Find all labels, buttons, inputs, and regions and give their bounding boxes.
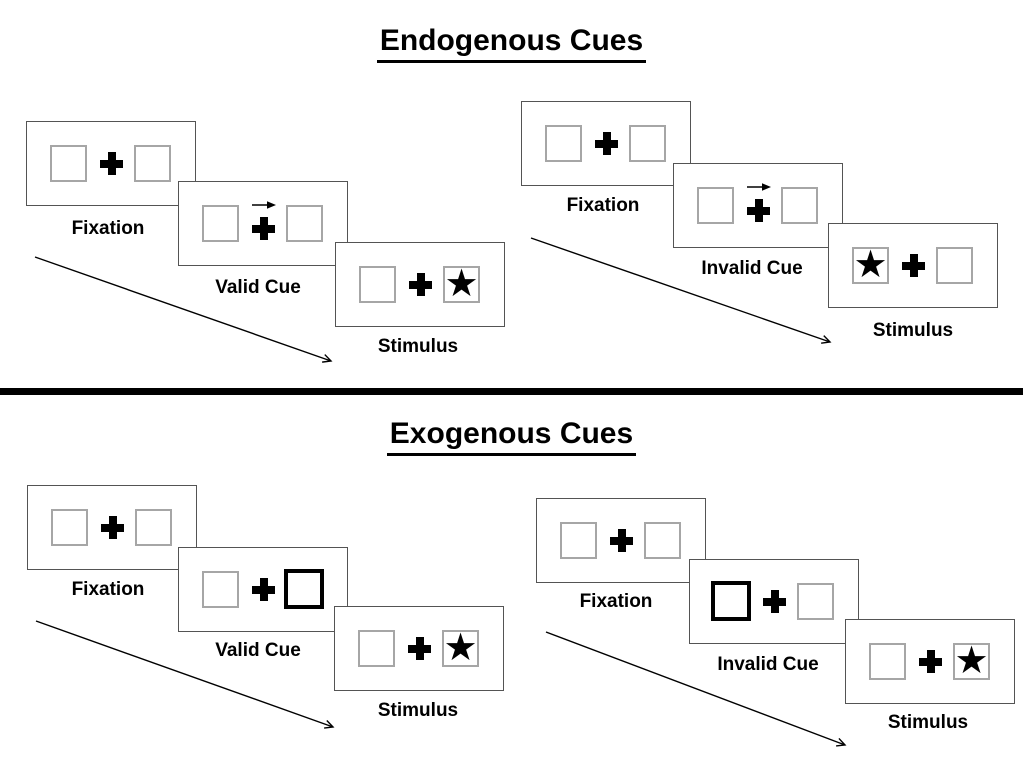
- left-box: [202, 571, 239, 608]
- fixation-cross: [252, 578, 275, 601]
- cue-box: [284, 569, 324, 609]
- frame-label-cue: Valid Cue: [215, 277, 301, 298]
- cue-frame: [689, 559, 859, 644]
- frame-label-stimulus: Stimulus: [377, 700, 459, 721]
- right-box: [936, 247, 973, 284]
- target-star-icon: ★: [954, 638, 989, 682]
- fixation-cross: [610, 529, 633, 552]
- right-box: [781, 187, 818, 224]
- frame-label-stimulus: Stimulus: [377, 336, 459, 357]
- frame-label-fixation: Fixation: [71, 579, 145, 600]
- fixation-frame: [26, 121, 196, 206]
- right-box: [135, 509, 172, 546]
- fixation-cross: [101, 516, 124, 539]
- timeline-arrow: [530, 237, 832, 344]
- fixation-cross: [408, 637, 431, 660]
- cue-arrow-right-icon: [746, 180, 773, 192]
- fixation-frame: [536, 498, 706, 583]
- left-box: [869, 643, 906, 680]
- left-box: [545, 125, 582, 162]
- frame-label-fixation: Fixation: [566, 195, 640, 216]
- left-box: [359, 266, 396, 303]
- frame-label-stimulus: Stimulus: [887, 712, 969, 733]
- cue-frame: [178, 181, 348, 266]
- fixation-cross: [902, 254, 925, 277]
- right-box: [644, 522, 681, 559]
- right-box: [134, 145, 171, 182]
- exogenous-title-text: Exogenous Cues: [386, 417, 637, 456]
- target-star-icon: ★: [444, 261, 479, 305]
- timeline-arrow: [34, 256, 333, 363]
- right-box: [286, 205, 323, 242]
- frame-label-fixation: Fixation: [579, 591, 653, 612]
- right-box: [797, 583, 834, 620]
- fixation-frame: [521, 101, 691, 186]
- frame-label-cue: Invalid Cue: [701, 258, 803, 279]
- left-box: [202, 205, 239, 242]
- fixation-cross: [747, 199, 770, 222]
- stimulus-frame: ★: [828, 223, 998, 308]
- exogenous-section-title: Exogenous Cues: [0, 417, 1023, 456]
- stimulus-frame: ★: [335, 242, 505, 327]
- cue-arrow-right-icon: [251, 198, 278, 210]
- stimulus-frame: ★: [845, 619, 1015, 704]
- fixation-cross: [763, 590, 786, 613]
- left-box: [50, 145, 87, 182]
- fixation-frame: [27, 485, 197, 570]
- left-box: [697, 187, 734, 224]
- target-star-icon: ★: [853, 242, 888, 286]
- right-box: [629, 125, 666, 162]
- cue-box: [711, 581, 751, 621]
- left-box: [51, 509, 88, 546]
- timeline-arrow: [545, 631, 847, 747]
- cue-frame: [673, 163, 843, 248]
- endogenous-title-text: Endogenous Cues: [376, 24, 647, 63]
- fixation-cross: [409, 273, 432, 296]
- endogenous-section-title: Endogenous Cues: [0, 24, 1023, 63]
- target-box: ★: [953, 638, 990, 682]
- left-box: [560, 522, 597, 559]
- frame-label-stimulus: Stimulus: [872, 320, 954, 341]
- frame-label-fixation: Fixation: [71, 218, 145, 239]
- fixation-cross: [919, 650, 942, 673]
- fixation-cross: [100, 152, 123, 175]
- frame-label-cue: Valid Cue: [215, 640, 301, 661]
- cue-frame: [178, 547, 348, 632]
- timeline-arrow: [35, 620, 335, 729]
- fixation-cross: [595, 132, 618, 155]
- fixation-cross: [252, 217, 275, 240]
- left-box: [358, 630, 395, 667]
- target-box: ★: [442, 625, 479, 669]
- section-divider: [0, 388, 1023, 395]
- stimulus-frame: ★: [334, 606, 504, 691]
- target-star-icon: ★: [443, 625, 478, 669]
- target-box: ★: [852, 242, 889, 286]
- frame-label-cue: Invalid Cue: [717, 654, 819, 675]
- target-box: ★: [443, 261, 480, 305]
